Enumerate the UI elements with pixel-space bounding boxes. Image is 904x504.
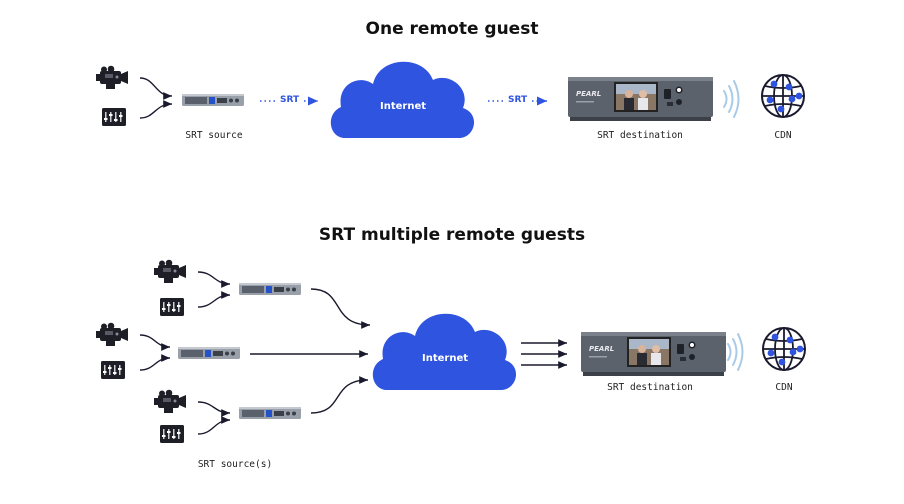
video-camera-icon [154,389,186,413]
top-diagram-title: One remote guest [365,19,539,39]
srt-link-label-1: SRT [280,95,300,105]
audio-mixer-icon [160,298,184,316]
arrow-mixer-to-source [139,354,171,371]
audio-mixer-icon [102,108,126,126]
audio-mixer-icon [101,361,125,379]
encoder-device-icon [239,407,301,419]
srt-link-label-2: SRT [508,95,528,105]
cdn-label: CDN [775,382,793,393]
cloud-icon [372,313,517,390]
video-camera-icon [96,322,128,346]
internet-label: Internet [380,101,426,112]
cdn-label: CDN [774,130,792,141]
srt-destination-label: SRT destination [597,130,683,141]
bottom-diagram-title: SRT multiple remote guests [318,225,586,245]
arrow-mixer-to-source [197,416,231,435]
top-diagram: Internet [96,61,805,138]
wifi-signal-icon [727,333,744,371]
arrow-source-to-internet [310,288,371,329]
arrow-camera-to-source [197,401,231,417]
video-camera-icon [154,259,186,283]
arrow-mixer-to-source [139,100,173,119]
srt-destination-label: SRT destination [607,382,693,393]
internet-label: Internet [422,353,468,364]
video-camera-icon [96,65,128,89]
globe-icon [761,74,805,118]
encoder-device-icon [178,347,240,359]
cloud-icon [330,61,475,138]
pearl-device-icon [568,77,713,121]
arrow-camera-to-source [139,77,173,100]
arrow-camera-to-source [197,271,231,288]
pearl-device-icon [581,332,726,376]
globe-icon [762,327,806,371]
audio-mixer-icon [160,425,184,443]
arrow-source-to-internet [310,376,369,414]
srt-sources-label: SRT source(s) [197,459,273,470]
encoder-device-icon [239,283,301,295]
arrow-mixer-to-source [197,291,231,308]
encoder-device-icon [182,94,244,106]
arrow-camera-to-source [139,334,171,351]
wifi-signal-icon [723,80,740,118]
bottom-diagram: Internet [96,259,806,443]
srt-source-label: SRT source [185,130,243,141]
